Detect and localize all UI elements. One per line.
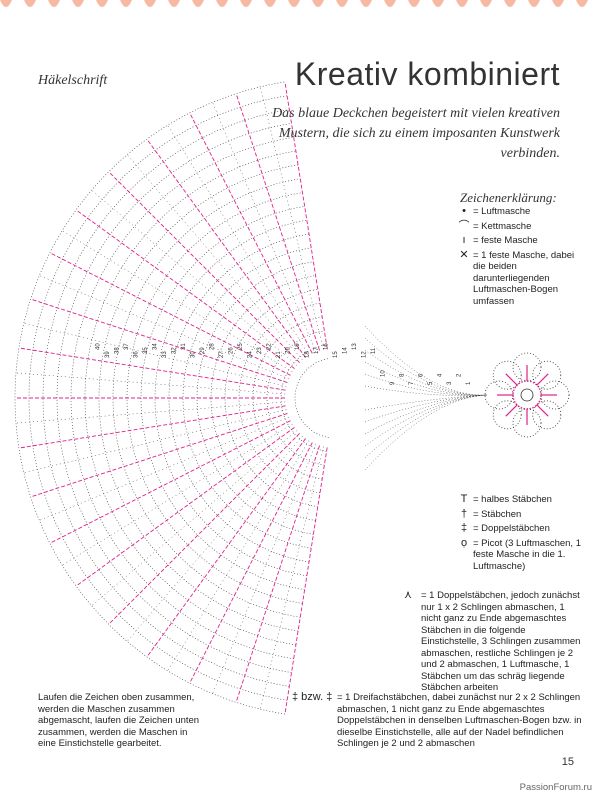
legend-text: = 1 Doppelstäbchen, jedoch zunächst nur … xyxy=(421,590,581,693)
legend-text: = Doppelstäbchen xyxy=(473,523,550,534)
legend-item: T = halbes Stäbchen xyxy=(455,494,585,506)
row-number: 19 xyxy=(295,343,301,350)
row-number: 13 xyxy=(352,343,358,350)
legend-text: = feste Masche xyxy=(473,235,538,246)
row-number: 6 xyxy=(419,373,425,377)
row-number: 24 xyxy=(248,351,254,358)
legend-item: ı = feste Masche xyxy=(455,235,580,247)
row-number: 22 xyxy=(267,343,273,350)
row-number: 2 xyxy=(457,373,463,377)
single-crochet-icon: ı xyxy=(462,234,466,246)
row-number: 34 xyxy=(153,343,159,350)
row-number: 17 xyxy=(314,347,320,354)
row-number: 16 xyxy=(324,343,330,350)
row-number: 32 xyxy=(172,347,178,354)
row-number: 4 xyxy=(438,373,444,377)
decorative-top-border xyxy=(0,0,588,7)
legend-item: ‡ = Doppelstäbchen xyxy=(455,523,585,535)
page-title: Kreativ kombiniert xyxy=(294,56,560,92)
row-number: 1 xyxy=(466,381,472,385)
legend-basic: • = Luftmasche ⌒= Kettmasche ı = feste Mas… xyxy=(455,206,580,310)
row-number: 5 xyxy=(428,381,434,385)
row-number: 15 xyxy=(333,351,339,358)
legend-text: = Luftmasche xyxy=(473,206,531,217)
legend-item: † = Stäbchen xyxy=(455,507,585,521)
row-number: 30 xyxy=(191,351,197,358)
row-number: 25 xyxy=(238,343,244,350)
note-bottom: ‡ bzw. ‡ = 1 Dreifachstäbchen, dabei zun… xyxy=(292,691,587,750)
legend-item: ⋏ = 1 Doppelstäbchen, jedoch zunächst nur… xyxy=(395,590,585,694)
row-number: 40 xyxy=(96,343,102,350)
picot-icon: ọ xyxy=(460,536,468,549)
row-number: 8 xyxy=(400,373,406,377)
triple-crochet-icon: ‡ bzw. ‡ xyxy=(292,691,333,703)
row-number: 21 xyxy=(276,351,282,358)
row-number: 20 xyxy=(286,347,292,354)
row-number: 36 xyxy=(134,351,140,358)
row-number: 10 xyxy=(381,370,387,377)
row-number: 31 xyxy=(181,343,187,350)
chart-kicker: Häkelschrift xyxy=(38,73,108,88)
row-number: 3 xyxy=(447,381,453,385)
row-number: 37 xyxy=(124,343,130,350)
legend-item: • = Luftmasche xyxy=(455,206,580,218)
row-number: 38 xyxy=(115,347,121,354)
legend-title: Zeichenerklärung: xyxy=(460,190,557,205)
crossed-stitch-icon: ⋏ xyxy=(403,589,413,601)
row-number: 33 xyxy=(162,351,168,358)
row-number: 35 xyxy=(143,347,149,354)
row-number: 27 xyxy=(219,351,225,358)
half-double-icon: T xyxy=(460,493,468,505)
legend-text: = Kettmasche xyxy=(473,220,532,232)
row-number: 23 xyxy=(257,347,263,354)
row-number: 18 xyxy=(305,351,311,358)
row-number: 14 xyxy=(343,347,349,354)
legend-text: = halbes Stäbchen xyxy=(473,494,552,505)
legend-item: ọ = Picot (3 Luftmaschen, 1 feste Masche … xyxy=(455,536,585,573)
legend-item: ✕ = 1 feste Masche, dabei die beiden daru… xyxy=(455,248,580,308)
legend-text: = 1 feste Masche, dabei die beiden darun… xyxy=(473,249,575,307)
row-number: 7 xyxy=(409,381,415,385)
page-subtitle: Das blaue Deckchen begeistert mit vielen… xyxy=(272,106,560,161)
note-left: Laufen die Zeichen oben zusammen, werden… xyxy=(38,692,200,749)
row-number: 11 xyxy=(371,347,377,354)
legend-item: ⌒= Kettmasche xyxy=(455,219,580,233)
legend-text: = Stäbchen xyxy=(473,508,522,520)
slip-stitch-icon: ⌒ xyxy=(458,219,470,232)
page-number: 15 xyxy=(561,756,574,768)
legend-stitches: T = halbes Stäbchen † = Stäbchen ‡ = Doppel… xyxy=(455,494,585,575)
row-number: 9 xyxy=(390,381,396,385)
row-number: 12 xyxy=(362,351,368,358)
legend-text: = Picot (3 Luftmaschen, 1 feste Masche i… xyxy=(473,537,581,572)
note-bottom-text: = 1 Dreifachstäbchen, dabei zunächst nur… xyxy=(337,692,582,749)
row-number: 28 xyxy=(210,343,216,350)
row-number: 39 xyxy=(105,351,111,358)
row-number: 29 xyxy=(200,347,206,354)
watermark: PassionForum.ru xyxy=(519,782,592,793)
chain-stitch-icon: • xyxy=(462,205,466,217)
legend-special: ⋏ = 1 Doppelstäbchen, jedoch zunächst nur… xyxy=(395,590,585,697)
row-number: 26 xyxy=(229,347,235,354)
treble-crochet-icon: ‡ xyxy=(460,522,468,534)
double-crochet-icon: † xyxy=(460,507,468,520)
cross-stitch-icon: ✕ xyxy=(459,248,469,261)
